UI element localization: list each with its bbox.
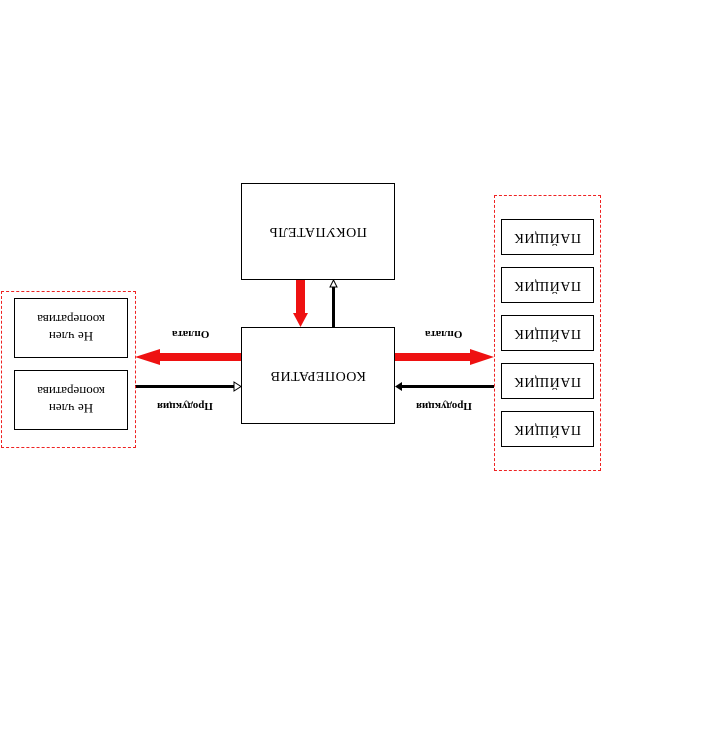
shareholder-label-3: ПАЙЩИК xyxy=(514,326,581,341)
right-payment-arrow xyxy=(395,349,494,365)
product-right-label: Продукция xyxy=(416,400,472,412)
shareholder-label-1: ПАЙЩИК xyxy=(514,230,581,245)
shareholder-box-1: ПАЙЩИК xyxy=(501,219,594,255)
shareholder-label-5: ПАЙЩИК xyxy=(514,422,581,437)
shareholder-box-4: ПАЙЩИК xyxy=(501,363,594,399)
buyer-product-arrow xyxy=(329,278,338,327)
non-members-group xyxy=(1,291,136,448)
buyer-payment-arrow xyxy=(293,280,308,327)
shareholder-label-2: ПАЙЩИК xyxy=(514,278,581,293)
shareholders-group xyxy=(494,195,601,471)
cooperative-label: КООПЕРАТИВ xyxy=(270,368,366,384)
left-payment-arrow xyxy=(135,349,241,365)
shareholder-box-5: ПАЙЩИК xyxy=(501,411,594,447)
cooperative-box: КООПЕРАТИВ xyxy=(241,327,395,424)
payment-right-label: Оплата xyxy=(425,328,463,340)
right-product-arrow xyxy=(395,382,494,391)
product-left-label: Продукция xyxy=(157,400,213,412)
buyer-label: ПОКУПАТЕЛЬ xyxy=(269,224,367,240)
non-member-box-1: Не член кооператива xyxy=(14,298,128,358)
left-product-arrow xyxy=(135,381,242,392)
shareholder-box-2: ПАЙЩИК xyxy=(501,267,594,303)
non-member-box-2: Не член кооператива xyxy=(14,370,128,430)
non-member-label-2: Не член кооператива xyxy=(37,384,105,416)
payment-left-label: Оплата xyxy=(172,328,210,340)
shareholder-label-4: ПАЙЩИК xyxy=(514,374,581,389)
non-member-label-1: Не член кооператива xyxy=(37,312,105,344)
shareholder-box-3: ПАЙЩИК xyxy=(501,315,594,351)
buyer-box: ПОКУПАТЕЛЬ xyxy=(241,183,395,280)
